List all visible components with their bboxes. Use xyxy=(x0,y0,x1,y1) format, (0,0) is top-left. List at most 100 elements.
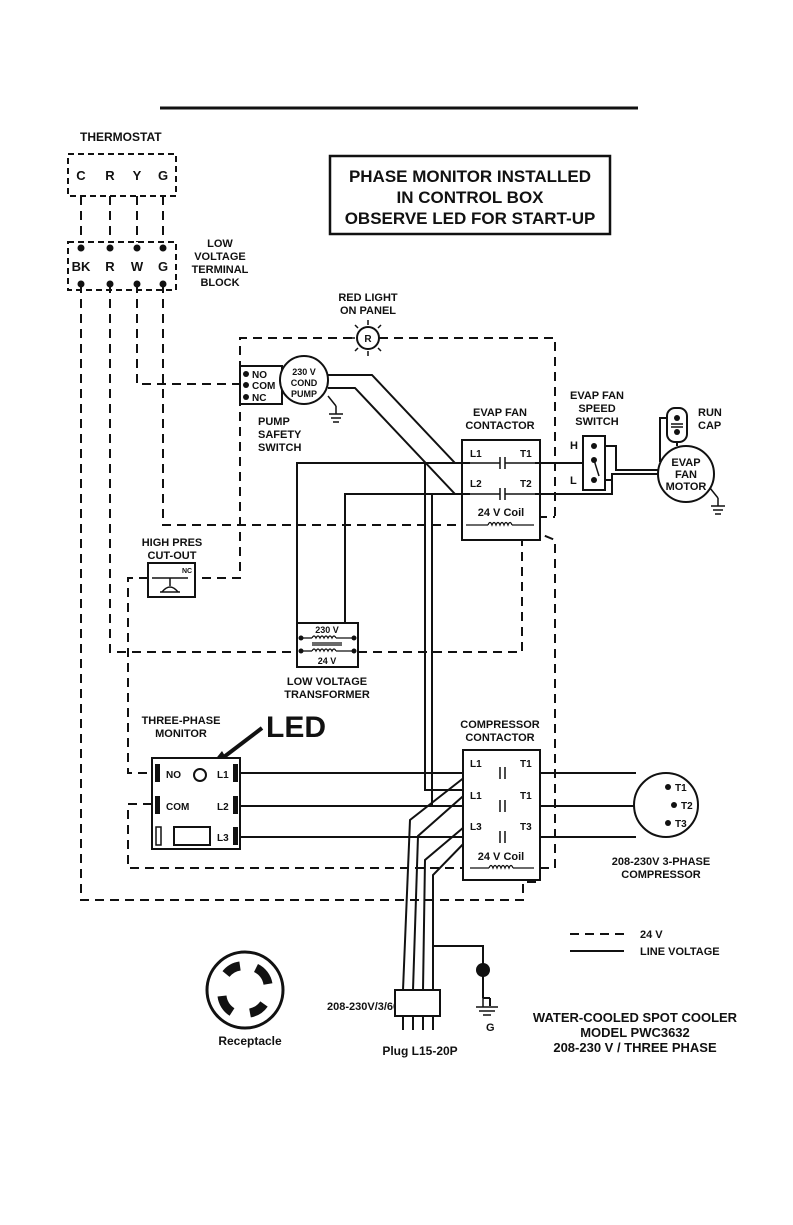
transformer-label-2: TRANSFORMER xyxy=(284,689,370,701)
block-terminal-g: G xyxy=(158,259,168,274)
monitor-label-1: THREE-PHASE xyxy=(142,715,221,727)
fan-switch-h: H xyxy=(570,440,578,452)
evap-coil-label: 24 V Coil xyxy=(478,507,524,519)
svg-text:VOLTAGE: VOLTAGE xyxy=(194,251,246,263)
monitor-l2: L2 xyxy=(217,802,229,813)
fan-switch-l: L xyxy=(570,475,577,487)
receptacle-label: Receptacle xyxy=(218,1034,282,1048)
svg-text:SWITCH: SWITCH xyxy=(575,416,618,428)
led-callout: LED xyxy=(266,711,326,744)
ground-label: G xyxy=(486,1022,495,1034)
comp-l3: L3 xyxy=(470,822,482,833)
compressor-contactor-box xyxy=(462,749,541,881)
evap-t1: T1 xyxy=(520,449,532,460)
high-pres-switch-icon xyxy=(152,577,188,593)
transformer-primary: 230 V xyxy=(315,625,339,635)
comp-contactor-label-2: CONTACTOR xyxy=(465,732,534,744)
high-pres-label-2: CUT-OUT xyxy=(148,550,197,562)
monitor-com-terminal xyxy=(155,796,160,814)
cond-pump-label-2: COND xyxy=(291,378,318,388)
terminal-block-box xyxy=(67,241,177,291)
pump-switch-dots xyxy=(243,371,249,400)
cond-pump-label-1: 230 V xyxy=(292,367,316,377)
block-terminal-w: W xyxy=(131,259,144,274)
fan-switch-contacts xyxy=(591,443,600,483)
notice-line-1: PHASE MONITOR INSTALLED xyxy=(349,167,591,186)
notice-line-3: OBSERVE LED FOR START-UP xyxy=(345,209,596,228)
run-cap-dots xyxy=(674,415,680,435)
model-line-3: 208-230 V / THREE PHASE xyxy=(553,1040,717,1055)
compressor-icon xyxy=(633,772,699,838)
legend-solid-label: LINE VOLTAGE xyxy=(640,946,720,958)
evap-l2: L2 xyxy=(470,479,482,490)
receptacle-slots-icon xyxy=(217,961,273,1018)
thermostat-to-block-wires xyxy=(80,196,164,242)
monitor-led-icon xyxy=(193,768,207,782)
pump-switch-label-2: SAFETY xyxy=(258,429,302,441)
comp-l1-b: L1 xyxy=(470,791,482,802)
comp-coil-icon xyxy=(470,864,534,870)
block-terminal-bk: BK xyxy=(72,259,91,274)
cond-pump-icon xyxy=(279,355,329,405)
pump-switch-label-3: SWITCH xyxy=(258,442,301,454)
evap-contactor-label-1: EVAP FAN xyxy=(473,407,527,419)
legend-dashed-label: 24 V xyxy=(640,929,663,941)
fan-motor-label-2: FAN xyxy=(675,469,697,481)
monitor-bottom-terminal xyxy=(155,826,162,846)
ground-icon xyxy=(476,977,498,1016)
notice-line-2: IN CONTROL BOX xyxy=(396,188,544,207)
evap-contacts xyxy=(470,457,535,500)
line-voltage-wiring xyxy=(233,374,678,1006)
fan-motor-label-3: MOTOR xyxy=(666,481,707,493)
svg-text:TERMINAL: TERMINAL xyxy=(192,264,249,276)
run-cap-icon xyxy=(666,407,688,443)
red-light-symbol: R xyxy=(364,334,372,345)
compressor-t3: T3 xyxy=(675,819,687,830)
red-light-label-2: ON PANEL xyxy=(340,305,396,317)
comp-t1-b: T1 xyxy=(520,791,532,802)
transformer-label-1: LOW VOLTAGE xyxy=(287,676,367,688)
thermostat-terminal-y: Y xyxy=(133,168,142,183)
receptacle-icon xyxy=(205,950,285,1030)
block-terminal-r: R xyxy=(105,259,115,274)
model-line-1: WATER-COOLED SPOT COOLER xyxy=(533,1010,738,1025)
compressor-label-1: 208-230V 3-PHASE xyxy=(612,856,710,868)
red-light-label-1: RED LIGHT xyxy=(338,292,398,304)
transformer-dots xyxy=(298,635,357,654)
comp-contactor-label-1: COMPRESSOR xyxy=(460,719,540,731)
plug-label: Plug L15-20P xyxy=(382,1044,457,1058)
model-line-2: MODEL PWC3632 xyxy=(580,1025,690,1040)
evap-t2: T2 xyxy=(520,479,532,490)
plug-supply-label: 208-230V/3/60 xyxy=(327,1001,399,1013)
terminal-block-title: LOW VOLTAGE TERMINAL BLOCK xyxy=(192,238,249,289)
comp-coil-label: 24 V Coil xyxy=(478,851,524,863)
fan-switch-label: EVAP FAN SPEED SWITCH xyxy=(570,390,624,428)
run-cap-plates xyxy=(671,423,683,428)
thermostat-terminal-g: G xyxy=(158,168,168,183)
plug-prongs-icon xyxy=(402,1016,434,1030)
run-cap-label-2: CAP xyxy=(698,420,721,432)
monitor-right-terminals xyxy=(233,764,238,845)
cond-pump-label-3: PUMP xyxy=(291,389,317,399)
notice-box xyxy=(328,154,612,236)
comp-l1-a: L1 xyxy=(470,759,482,770)
pump-switch-no: NO xyxy=(252,370,267,381)
compressor-t1: T1 xyxy=(675,783,687,794)
monitor-no-terminal xyxy=(155,764,160,782)
monitor-l1: L1 xyxy=(217,770,229,781)
high-pres-label-1: HIGH PRES xyxy=(142,537,203,549)
pump-switch-nc: NC xyxy=(252,393,266,404)
monitor-l3: L3 xyxy=(217,833,229,844)
evap-l1: L1 xyxy=(470,449,482,460)
thermostat-title: THERMOSTAT xyxy=(80,130,162,144)
high-pres-nc: NC xyxy=(182,568,192,575)
pump-ground-icon xyxy=(327,395,343,423)
thermostat-box xyxy=(67,153,177,197)
thermostat-terminal-c: C xyxy=(76,168,86,183)
comp-contacts xyxy=(499,767,506,843)
svg-text:SPEED: SPEED xyxy=(578,403,615,415)
comp-t1-a: T1 xyxy=(520,759,532,770)
evap-fan-contactor-box xyxy=(461,439,541,541)
fan-motor-ground-icon xyxy=(709,487,725,515)
